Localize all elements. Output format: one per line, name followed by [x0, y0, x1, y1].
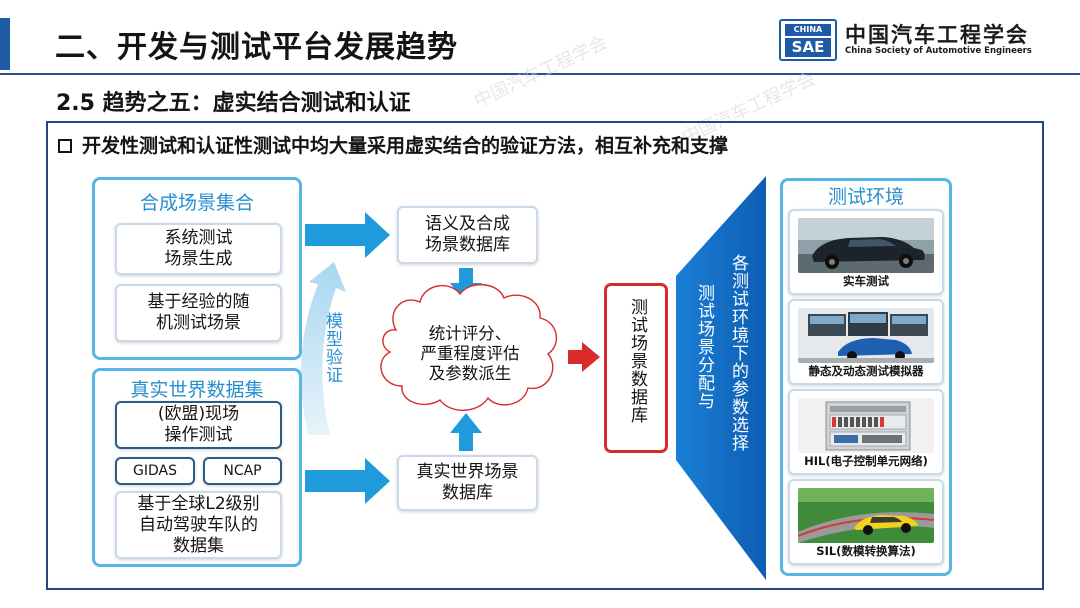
experience-random-scenario-box: 基于经验的随 机测试场景 — [115, 284, 282, 342]
logo-chinese-name: 中国汽车工程学会 — [845, 23, 1029, 47]
arrow-right-icon — [305, 212, 390, 258]
env-caption: HIL(电子控制单元网络) — [804, 454, 928, 468]
logo-english-name: China Society of Automotive Engineers — [845, 46, 1032, 56]
env-card-sil: SIL(数模转换算法) — [788, 479, 944, 565]
sae-badge-icon: CHINA SAE — [779, 19, 837, 61]
arrow-right-icon — [305, 458, 390, 504]
arrow-down-icon — [450, 268, 482, 303]
badge-bottom-text: SAE — [785, 38, 831, 57]
title-accent-bar — [0, 18, 10, 70]
allocation-label: 测试场景分配与 — [694, 284, 714, 410]
analysis-text: 统计评分、 严重程度评估 及参数派生 — [420, 324, 520, 383]
l2-fleet-dataset-box: 基于全球L2级别 自动驾驶车队的 数据集 — [115, 491, 282, 559]
model-verify-arrow-icon — [300, 262, 346, 435]
square-bullet-icon — [58, 139, 72, 153]
sil-render-photo-icon — [798, 488, 934, 543]
env-card-hil: HIL(电子控制单元网络) — [788, 389, 944, 475]
arrow-right-red-icon — [568, 342, 600, 372]
scene-db-label: 测试场景数据库 — [627, 298, 647, 424]
model-verify-label: 模型验证 — [322, 312, 342, 384]
title-divider — [0, 73, 1080, 75]
ncap-tag: NCAP — [203, 457, 282, 485]
gidas-tag: GIDAS — [115, 457, 195, 485]
hil-rack-photo-icon — [798, 398, 934, 453]
section-subtitle: 2.5 趋势之五：虚实结合测试和认证 — [56, 91, 411, 116]
env-card-real-vehicle: 实车测试 — [788, 209, 944, 295]
page-title: 二、开发与测试平台发展趋势 — [55, 30, 458, 65]
env-caption: 静态及动态测试模拟器 — [808, 364, 924, 378]
analysis-cloud-icon — [380, 284, 558, 411]
bullet-text: 开发性测试和认证性测试中均大量采用虚实结合的验证方法，相互补充和支撑 — [82, 135, 729, 157]
allocation-funnel-icon — [676, 176, 766, 580]
env-card-simulator: 静态及动态测试模拟器 — [788, 299, 944, 385]
env-caption: 实车测试 — [843, 274, 889, 288]
test-environment-title: 测试环境 — [827, 186, 904, 208]
env-caption: SIL(数模转换算法) — [816, 544, 916, 558]
real-world-panel-title: 真实世界数据集 — [130, 379, 264, 401]
semantic-synthetic-db-box: 语义及合成 场景数据库 — [397, 206, 538, 264]
synthetic-panel-title: 合成场景集合 — [139, 192, 254, 214]
system-test-scenario-box: 系统测试 场景生成 — [115, 223, 282, 275]
parameter-selection-label: 各测试环境下的参数选择 — [728, 254, 748, 452]
bullet-statement: 开发性测试和认证性测试中均大量采用虚实结合的验证方法，相互补充和支撑 — [58, 131, 728, 158]
arrow-up-icon — [450, 413, 482, 451]
test-scenario-database: 测试场景数据库 — [604, 283, 668, 453]
eu-field-operation-test-box: (欧盟)现场 操作测试 — [115, 401, 282, 449]
content-frame — [46, 121, 1044, 590]
car-photo-icon — [798, 218, 934, 273]
simulator-photo-icon — [798, 308, 934, 363]
badge-top-text: CHINA — [785, 24, 831, 36]
real-world-scenario-db-box: 真实世界场景 数据库 — [397, 455, 538, 511]
sae-logo: CHINA SAE 中国汽车工程学会 China Society of Auto… — [779, 19, 1069, 63]
